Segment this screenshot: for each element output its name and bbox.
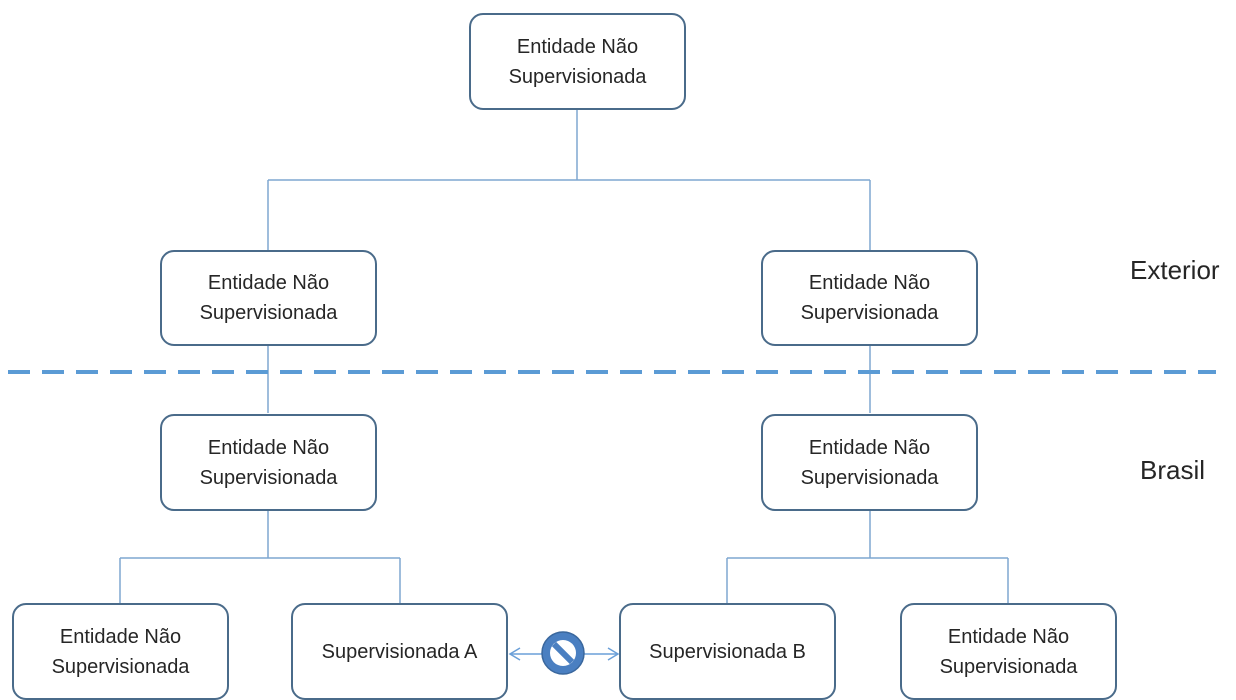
node-label-line2: Supervisionada — [51, 655, 190, 678]
node-label-line1: Entidade Não — [808, 436, 931, 459]
node-supervisionada-a: Supervisionada A — [291, 603, 508, 700]
node-brasil-left: Entidade Não Supervisionada — [160, 414, 377, 511]
node-label: Supervisionada B — [649, 640, 806, 663]
node-exterior-right: Entidade Não Supervisionada — [761, 250, 978, 346]
node-leaf-entity-1: Entidade Não Supervisionada — [12, 603, 229, 700]
node-top-entity: Entidade Não Supervisionada — [469, 13, 686, 110]
node-label-line2: Supervisionada — [800, 466, 939, 489]
node-label-line1: Entidade Não — [516, 35, 639, 58]
node-supervisionada-b: Supervisionada B — [619, 603, 836, 700]
prohibited-icon — [541, 631, 585, 675]
node-label-line2: Supervisionada — [508, 65, 647, 88]
node-label: Supervisionada A — [321, 640, 478, 663]
node-leaf-entity-4: Entidade Não Supervisionada — [900, 603, 1117, 700]
node-label-line2: Supervisionada — [199, 466, 338, 489]
node-label-line1: Entidade Não — [59, 625, 182, 648]
node-label-line1: Entidade Não — [947, 625, 1070, 648]
node-label-line1: Entidade Não — [808, 272, 931, 294]
node-label-line2: Supervisionada — [800, 302, 939, 324]
region-label-brasil: Brasil — [1140, 455, 1206, 485]
node-brasil-right: Entidade Não Supervisionada — [761, 414, 978, 511]
node-label-line2: Supervisionada — [939, 655, 1078, 678]
node-label-line2: Supervisionada — [199, 302, 338, 324]
node-exterior-left: Entidade Não Supervisionada — [160, 250, 377, 346]
region-label-exterior: Exterior — [1130, 255, 1220, 285]
node-label-line1: Entidade Não — [207, 272, 330, 294]
node-label-line1: Entidade Não — [207, 436, 330, 459]
connector-lines — [119, 110, 1009, 603]
